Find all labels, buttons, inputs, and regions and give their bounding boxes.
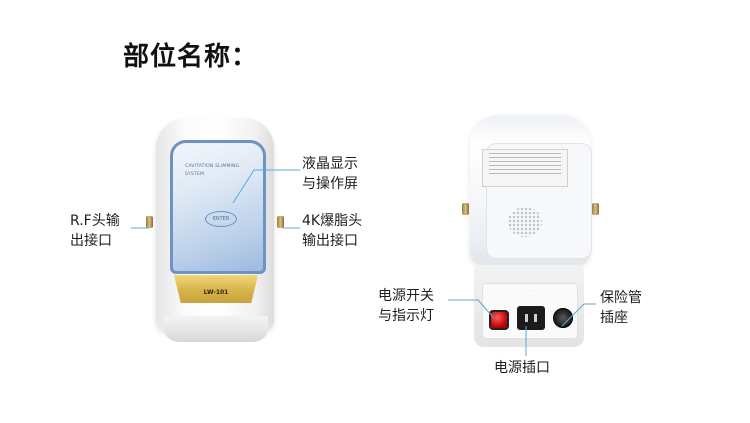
rating-sticker [482,149,568,187]
label-lcd-line-2: 与操作屏 [302,176,358,192]
screen-text-line-2: SYSTEM [185,172,205,177]
label-power-switch-line-1: 电源开关 [378,288,434,304]
label-power-socket: 电源插口 [494,358,550,378]
plate-top-text: · · · · · · [209,277,223,281]
label-cav-line-2: 输出接口 [302,233,358,249]
power-panel: · · · · [482,283,578,339]
power-switch [489,310,509,330]
label-cav-line-1: 4K爆脂头 [302,213,363,229]
screen-text: CAVITATION SLIMMING SYSTEM [185,163,239,179]
label-rf-line-1: R.F头输 [70,213,120,229]
power-socket [517,306,545,330]
label-power-switch: 电源开关 与指示灯 [378,286,434,326]
device-base [164,316,268,342]
back-device-image: · · · · [462,115,599,347]
screen-text-line-1: CAVITATION SLIMMING [185,164,240,169]
panel-label: · · · · [529,288,537,292]
rf-port-connector [146,216,153,228]
lcd-touch-screen: CAVITATION SLIMMING SYSTEM ENTER [170,140,266,274]
page-title: 部位名称： [123,42,259,72]
fuse-holder [553,308,573,328]
label-power-switch-line-2: 与指示灯 [378,308,434,324]
back-right-port [592,203,599,215]
label-rf: R.F头输 出接口 [70,211,120,251]
label-fuse-line-2: 插座 [600,310,628,326]
model-number: LW-101 [203,289,229,296]
label-lcd: 液晶显示 与操作屏 [302,154,358,194]
label-fuse-line-1: 保险管 [600,290,642,306]
label-fuse: 保险管 插座 [600,288,642,328]
front-device-image: CAVITATION SLIMMING SYSTEM ENTER · · · ·… [146,118,284,343]
power-panel-housing: · · · · [474,265,584,347]
enter-button: ENTER [205,211,237,227]
model-plate: · · · · · · LW-101 [174,275,258,303]
cavitation-port-connector [277,216,284,228]
label-rf-line-2: 出接口 [70,233,112,249]
label-cav: 4K爆脂头 输出接口 [302,211,362,251]
label-power-socket-text: 电源插口 [494,360,550,376]
back-left-port [462,203,469,215]
speaker-grille [508,207,542,237]
label-lcd-line-1: 液晶显示 [302,156,358,172]
device-back-body [470,115,592,265]
